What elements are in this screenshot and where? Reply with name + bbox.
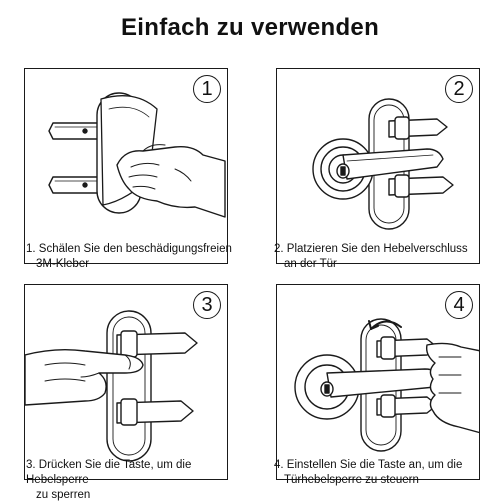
- caption-line-1: 2. Platzieren Sie den Hebelverschluss: [274, 243, 468, 255]
- adjust-button-drawing: [294, 318, 479, 452]
- page-title: Einfach zu verwenden: [120, 14, 380, 41]
- step-2-caption: 2. Platzieren Sie den Hebelverschluss an…: [274, 242, 498, 272]
- caption-line-1: 3. Drücken Sie die Taste, um die Hebelsp…: [26, 459, 192, 486]
- press-button-drawing: [25, 310, 198, 462]
- step-number-badge: 1: [193, 75, 221, 103]
- step-3-caption: 3. Drücken Sie die Taste, um die Hebelsp…: [26, 458, 250, 503]
- peel-adhesive-drawing: [48, 92, 226, 218]
- step-number-badge: 3: [193, 291, 221, 319]
- caption-line-2: zu sperren: [36, 489, 91, 501]
- step-1-illustration: 1: [24, 68, 228, 264]
- step-4-illustration: 4: [276, 284, 480, 480]
- caption-line-2: Türhebelsperre zu steuern: [284, 474, 419, 486]
- step-number-badge: 2: [445, 75, 473, 103]
- caption-line-2: 3M-Kleber: [36, 258, 90, 270]
- step-2-illustration: 2: [276, 68, 480, 264]
- step-number-badge: 4: [445, 291, 473, 319]
- step-3-illustration: 3: [24, 284, 228, 480]
- place-lock-drawing: [312, 98, 454, 230]
- caption-line-1: 4. Einstellen Sie die Taste an, um die: [274, 459, 463, 471]
- caption-line-2: an der Tür: [284, 258, 337, 270]
- step-1-caption: 1. Schälen Sie den beschädigungsfreien 3…: [26, 242, 250, 272]
- step-4-caption: 4. Einstellen Sie die Taste an, um die T…: [274, 458, 498, 488]
- caption-line-1: 1. Schälen Sie den beschädigungsfreien: [26, 243, 232, 255]
